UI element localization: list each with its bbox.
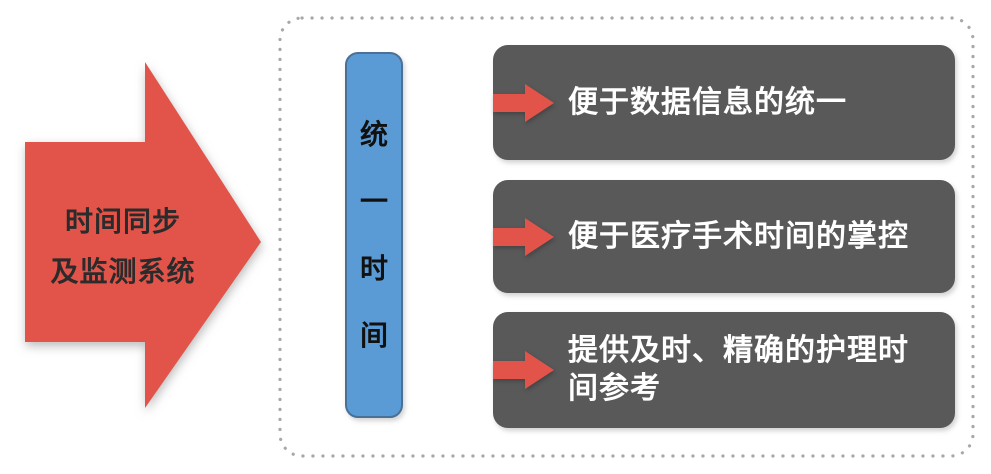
benefit-box: 提供及时、精确的护理时 间参考 xyxy=(493,312,955,428)
big-arrow-label-line1: 时间同步 xyxy=(64,206,181,237)
unify-bar-char: 间 xyxy=(359,319,388,351)
big-arrow-label: 时间同步 及监测系统 xyxy=(25,197,221,297)
unify-bar-char: 一 xyxy=(359,185,388,217)
big-right-arrow-icon xyxy=(25,62,261,408)
benefit-text: 提供及时、精确的护理时 间参考 xyxy=(568,334,909,405)
unify-bar-char: 统 xyxy=(359,118,388,150)
benefit-text: 便于医疗手术时间的掌控 xyxy=(568,219,909,253)
right-arrow-icon xyxy=(493,217,554,256)
big-arrow-label-line2: 及监测系统 xyxy=(50,256,196,287)
right-arrow-icon xyxy=(493,83,554,122)
benefit-box: 便于医疗手术时间的掌控 xyxy=(493,180,955,293)
unify-bar-char: 时 xyxy=(359,252,388,284)
benefit-box: 便于数据信息的统一 xyxy=(493,45,955,160)
right-arrow-icon xyxy=(493,351,554,389)
unify-time-bar: 统 一 时 间 xyxy=(345,52,403,418)
benefit-text: 便于数据信息的统一 xyxy=(568,85,847,119)
